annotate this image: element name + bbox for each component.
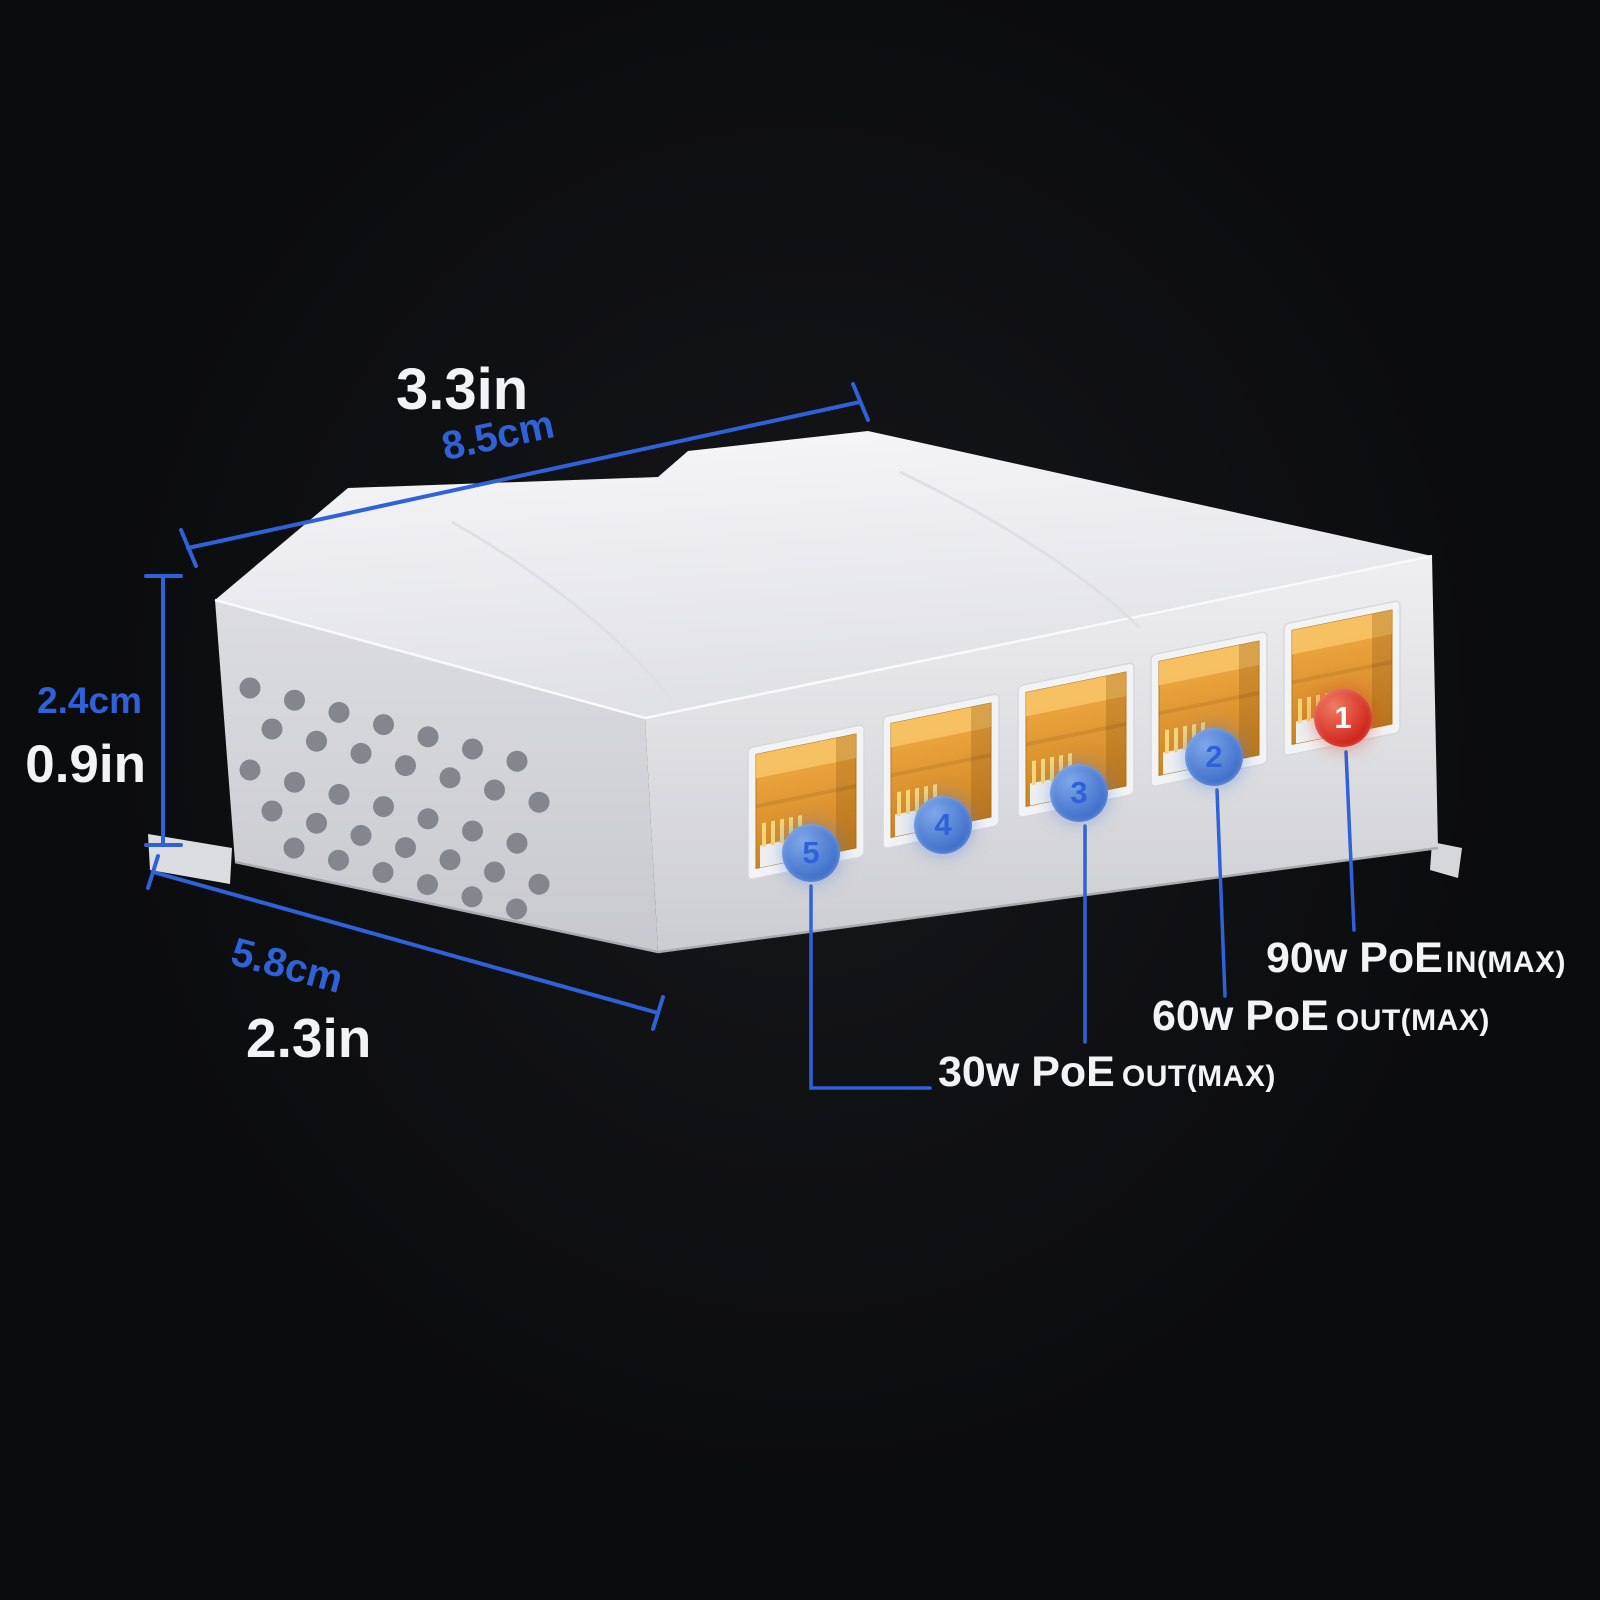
vent-hole bbox=[261, 718, 283, 740]
device-top-face bbox=[215, 431, 1432, 718]
poe-in-power-text: 90w PoE bbox=[1266, 934, 1443, 982]
vent-hole bbox=[417, 808, 439, 830]
mounting-flange-right bbox=[1430, 842, 1462, 878]
vent-hole bbox=[417, 726, 439, 748]
vent-hole bbox=[373, 796, 394, 818]
vent-hole bbox=[350, 824, 372, 846]
vent-hole bbox=[328, 701, 350, 723]
top-front-edge bbox=[214, 554, 1433, 720]
width-inches-label: 3.3in bbox=[396, 357, 529, 422]
vent-hole bbox=[417, 874, 438, 896]
vent-hole bbox=[306, 730, 327, 752]
width-dimension-line bbox=[186, 400, 862, 550]
vent-hole bbox=[284, 689, 305, 711]
vent-hole bbox=[439, 767, 461, 789]
vent-hole bbox=[395, 837, 416, 859]
vent-hole bbox=[239, 759, 261, 781]
vent-hole bbox=[261, 800, 283, 822]
poe-out-30w-power-text: 30w PoE bbox=[938, 1048, 1115, 1096]
vent-hole bbox=[484, 779, 505, 801]
vent-hole bbox=[373, 714, 394, 736]
mounting-flange-left bbox=[148, 834, 232, 884]
case-seam-right bbox=[899, 470, 1142, 630]
width-tick-right bbox=[851, 382, 870, 422]
poe-out-30w-label: 30w PoE OUT(MAX) bbox=[938, 1048, 1276, 1097]
vent-hole bbox=[462, 820, 483, 842]
vent-hole bbox=[506, 898, 527, 920]
depth-tick-left bbox=[146, 854, 160, 890]
vent-hole bbox=[306, 812, 327, 834]
height-inches-label: 0.9in bbox=[25, 735, 146, 794]
vent-hole bbox=[395, 755, 416, 777]
depth-dimension-line bbox=[151, 870, 660, 1015]
depth-tick-right bbox=[651, 995, 665, 1031]
poe-out-30w-mode-text: OUT(MAX) bbox=[1121, 1060, 1276, 1093]
height-centimeters-label: 2.4cm bbox=[37, 680, 142, 721]
callout-lines bbox=[809, 750, 1356, 1090]
vent-hole bbox=[328, 849, 349, 871]
vent-hole bbox=[350, 742, 372, 764]
vent-hole bbox=[284, 771, 305, 793]
vent-holes bbox=[239, 677, 550, 920]
vent-hole bbox=[372, 861, 394, 883]
callout-line-port1 bbox=[1344, 750, 1356, 932]
vent-hole bbox=[484, 861, 505, 883]
callout-line-port2 bbox=[1215, 788, 1227, 998]
poe-out-60w-mode-text: OUT(MAX) bbox=[1335, 1004, 1490, 1037]
port-badge-5: 5 bbox=[782, 824, 840, 882]
vent-hole bbox=[528, 791, 550, 813]
depth-inches-label: 2.3in bbox=[246, 1007, 372, 1069]
poe-out-60w-power-text: 60w PoE bbox=[1152, 992, 1329, 1040]
vent-hole bbox=[461, 886, 483, 908]
port-badge-1: 1 bbox=[1314, 689, 1372, 747]
device-vent-face bbox=[215, 600, 658, 952]
vent-hole bbox=[506, 750, 528, 772]
port-badge-2: 2 bbox=[1185, 728, 1243, 786]
bottom-edge bbox=[234, 846, 1439, 954]
vent-hole bbox=[439, 849, 461, 871]
case-seam-left bbox=[451, 520, 674, 701]
port-badge-3: 3 bbox=[1050, 764, 1108, 822]
vent-hole bbox=[239, 677, 261, 699]
poe-in-mode-text: IN(MAX) bbox=[1445, 946, 1567, 979]
port-badge-4: 4 bbox=[914, 796, 972, 854]
dimension-lines bbox=[144, 382, 870, 1031]
poe-out-60w-label: 60w PoE OUT(MAX) bbox=[1152, 992, 1490, 1041]
vent-hole bbox=[462, 738, 483, 760]
poe-extender-device bbox=[148, 431, 1462, 954]
vent-hole bbox=[328, 783, 350, 805]
vent-hole bbox=[283, 837, 305, 859]
callout-bracket-port5 bbox=[809, 884, 932, 1090]
vent-hole bbox=[528, 873, 550, 895]
vent-hole bbox=[506, 832, 528, 854]
width-tick-left bbox=[179, 528, 198, 568]
poe-in-90w-label: 90w PoE IN(MAX) bbox=[1266, 934, 1566, 983]
